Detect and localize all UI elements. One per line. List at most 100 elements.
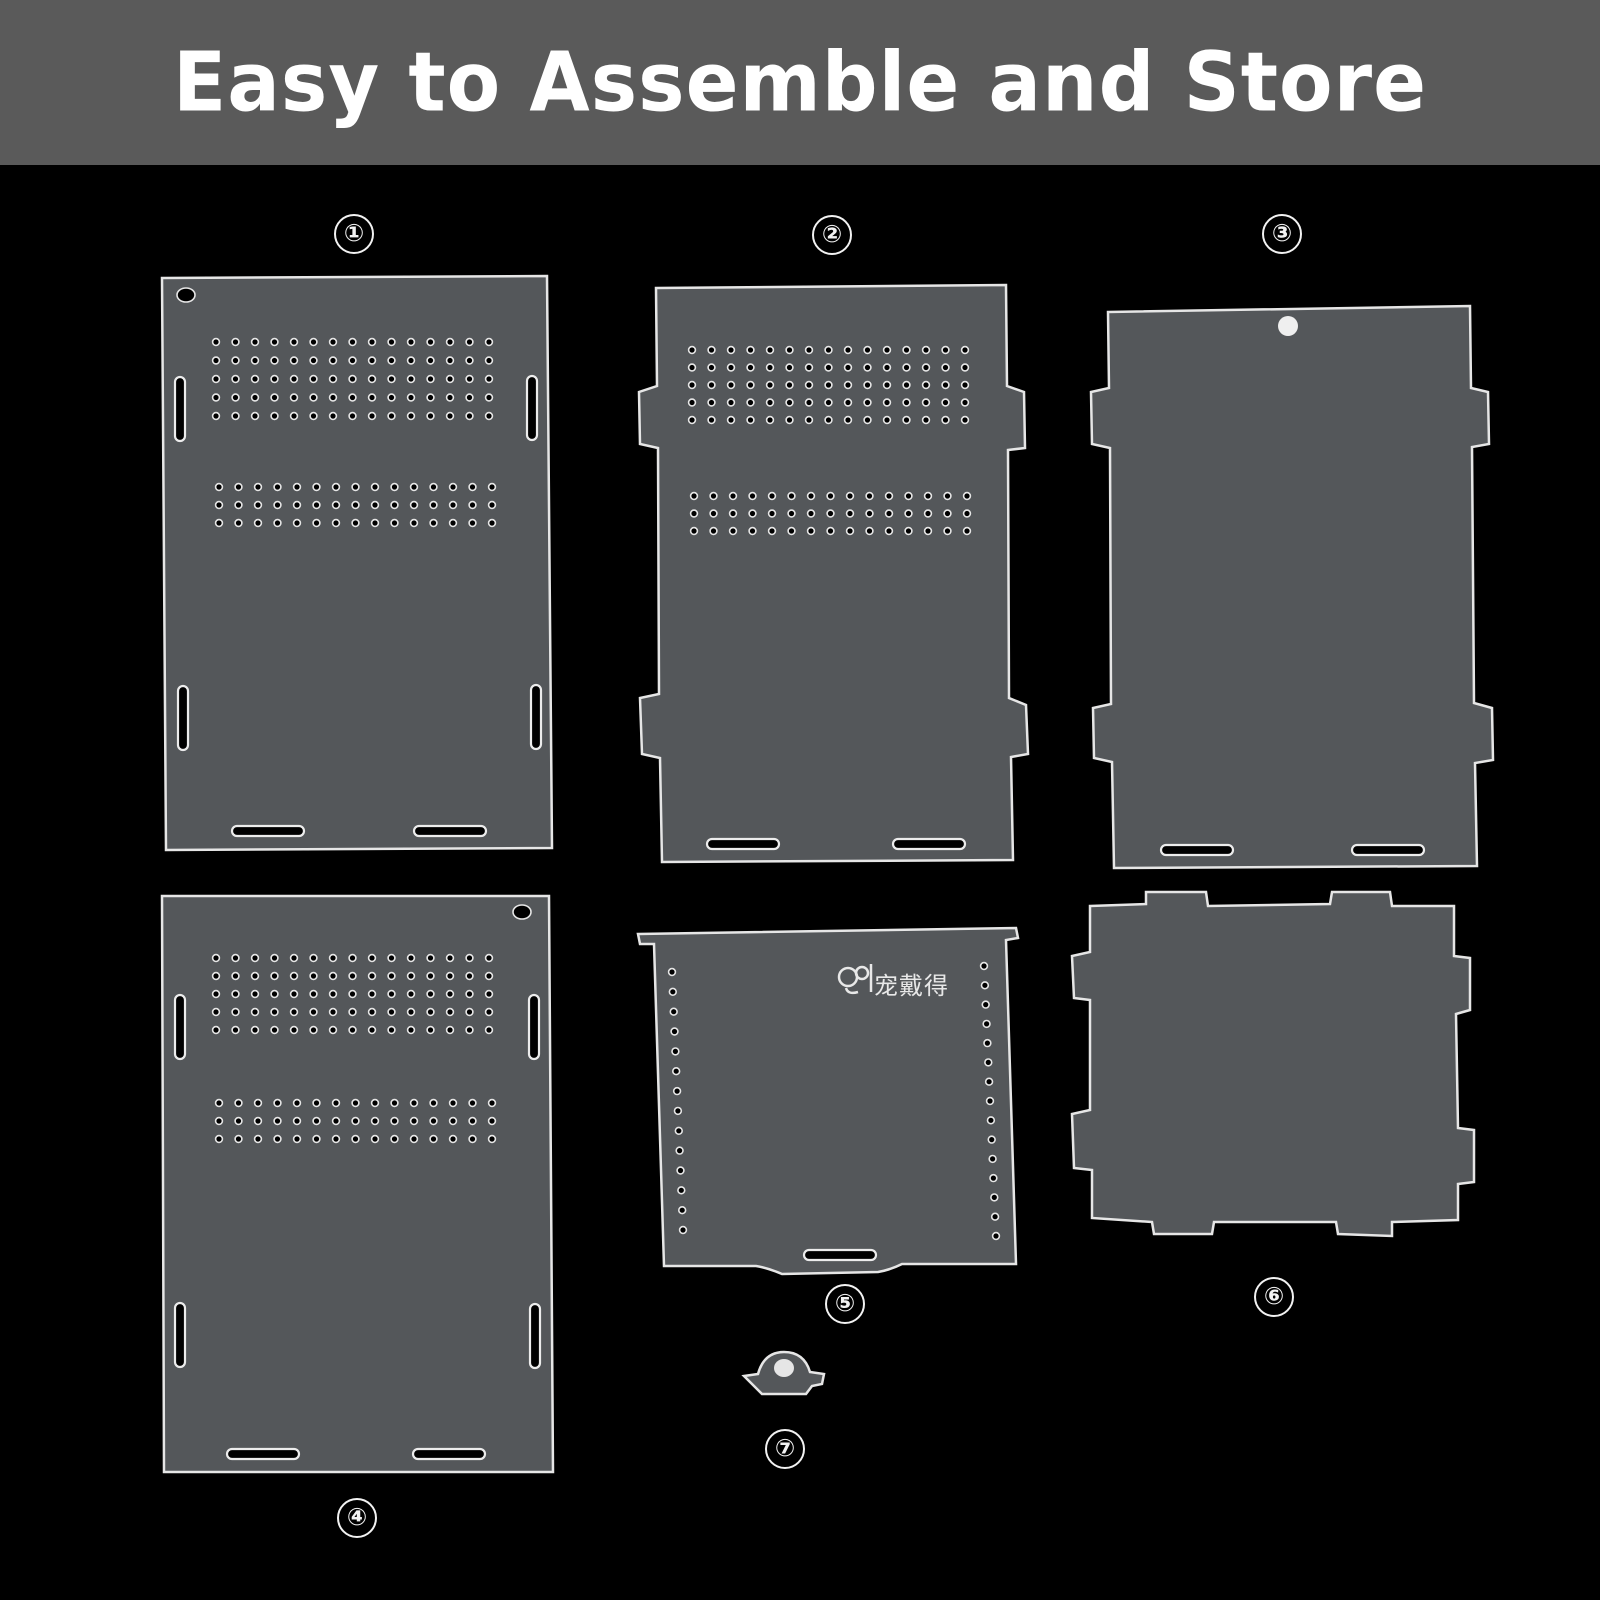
perforation-hole <box>824 398 833 407</box>
perforation-hole <box>309 971 318 981</box>
perforation-hole <box>484 337 494 347</box>
perforation-hole <box>445 953 455 963</box>
perforation-hole <box>806 491 816 501</box>
perforation-hole <box>273 482 282 492</box>
stitch-hole <box>677 1186 686 1195</box>
brand-logo-icon <box>837 964 873 995</box>
perforation-hole <box>390 1098 399 1108</box>
perforation-hole <box>787 509 796 518</box>
perforation-hole <box>921 398 931 407</box>
perforation-hole <box>328 953 338 963</box>
perforation-hole <box>270 989 279 999</box>
perforation-hole <box>250 337 260 347</box>
perforation-hole <box>253 500 263 510</box>
stitch-hole <box>986 1116 996 1125</box>
perforation-hole <box>728 526 738 536</box>
perforation-hole <box>270 971 279 981</box>
perforation-hole <box>468 1134 477 1144</box>
perforation-hole <box>746 380 755 390</box>
perforation-hole <box>426 971 435 981</box>
perforation-hole <box>787 491 796 501</box>
perforation-hole <box>465 953 474 963</box>
stitch-hole <box>671 1047 680 1056</box>
perforation-hole <box>726 398 736 407</box>
perforation-hole <box>863 363 872 372</box>
perforation-hole <box>309 953 318 963</box>
perforation-hole <box>406 971 416 981</box>
perforation-hole <box>487 482 497 492</box>
perforation-hole <box>234 1098 243 1108</box>
perforation-hole <box>726 363 736 372</box>
perforation-hole <box>865 509 874 518</box>
stitch-hole <box>669 1007 678 1016</box>
stitch-hole <box>672 1086 682 1096</box>
perforation-hole <box>250 1007 260 1017</box>
perforation-hole <box>468 1098 477 1108</box>
perforation-grid <box>214 1098 497 1144</box>
perforation-hole <box>289 393 299 402</box>
part-number-2: ② <box>812 215 852 255</box>
perforation-hole <box>824 380 833 390</box>
perforation-hole <box>270 393 279 402</box>
perforation-hole <box>253 1116 263 1126</box>
perforation-hole <box>429 1134 438 1144</box>
perforation-hole <box>863 398 872 407</box>
perforation-hole <box>292 1134 302 1144</box>
stitch-hole <box>985 1096 995 1106</box>
perforation-hole <box>765 345 775 355</box>
perforation-hole <box>468 500 477 510</box>
perforation-hole <box>367 989 377 999</box>
perforation-hole <box>445 989 455 999</box>
perforation-hole <box>426 337 435 347</box>
perforation-hole <box>804 380 814 390</box>
stitch-hole <box>667 967 677 977</box>
perforation-hole <box>785 398 794 407</box>
panel-2 <box>637 283 1030 864</box>
perforation-hole <box>409 1098 419 1108</box>
perforation-hole <box>865 526 874 536</box>
stitch-hole <box>990 1193 999 1202</box>
perforation-hole <box>923 509 933 518</box>
perforation-hole <box>863 345 872 355</box>
perforation-hole <box>328 411 338 421</box>
perforation-hole <box>214 518 224 528</box>
perforation-hole <box>231 374 240 384</box>
perforation-hole <box>231 989 240 999</box>
perforation-hole <box>962 491 972 501</box>
perforation-hole <box>211 393 221 402</box>
perforation-hole <box>250 356 260 365</box>
perforation-hole <box>465 989 474 999</box>
perforation-hole <box>211 374 221 384</box>
perforation-grid <box>211 953 494 1035</box>
perforation-hole <box>921 380 931 390</box>
perforation-hole <box>214 1116 224 1126</box>
stitch-hole <box>671 1066 681 1076</box>
perforation-hole <box>445 411 455 421</box>
perforation-hole <box>387 337 396 347</box>
perforation-hole <box>726 415 736 425</box>
perforation-hole <box>331 482 341 492</box>
perforation-hole <box>387 374 396 384</box>
perforation-hole <box>367 411 377 421</box>
perforation-hole <box>465 411 474 421</box>
perforation-hole <box>406 356 416 365</box>
perforation-grid <box>211 337 494 421</box>
header-banner: Easy to Assemble and Store <box>0 0 1600 165</box>
perforation-hole <box>234 518 243 528</box>
stitch-hole <box>981 1000 990 1009</box>
perforation-hole <box>806 509 816 518</box>
perforation-hole <box>273 1116 282 1126</box>
perforation-hole <box>426 411 435 421</box>
perforation-hole <box>943 509 952 518</box>
perforation-hole <box>292 1116 302 1126</box>
stitch-hole <box>980 981 990 990</box>
perforation-hole <box>309 393 318 402</box>
perforation-hole <box>309 374 318 384</box>
perforation-grid <box>214 482 497 528</box>
perforation-hole <box>253 518 263 528</box>
perforation-hole <box>767 526 777 536</box>
stitch-hole <box>668 987 677 996</box>
perforation-hole <box>785 345 794 355</box>
stitch-hole <box>982 1019 991 1029</box>
perforation-hole <box>426 356 435 365</box>
